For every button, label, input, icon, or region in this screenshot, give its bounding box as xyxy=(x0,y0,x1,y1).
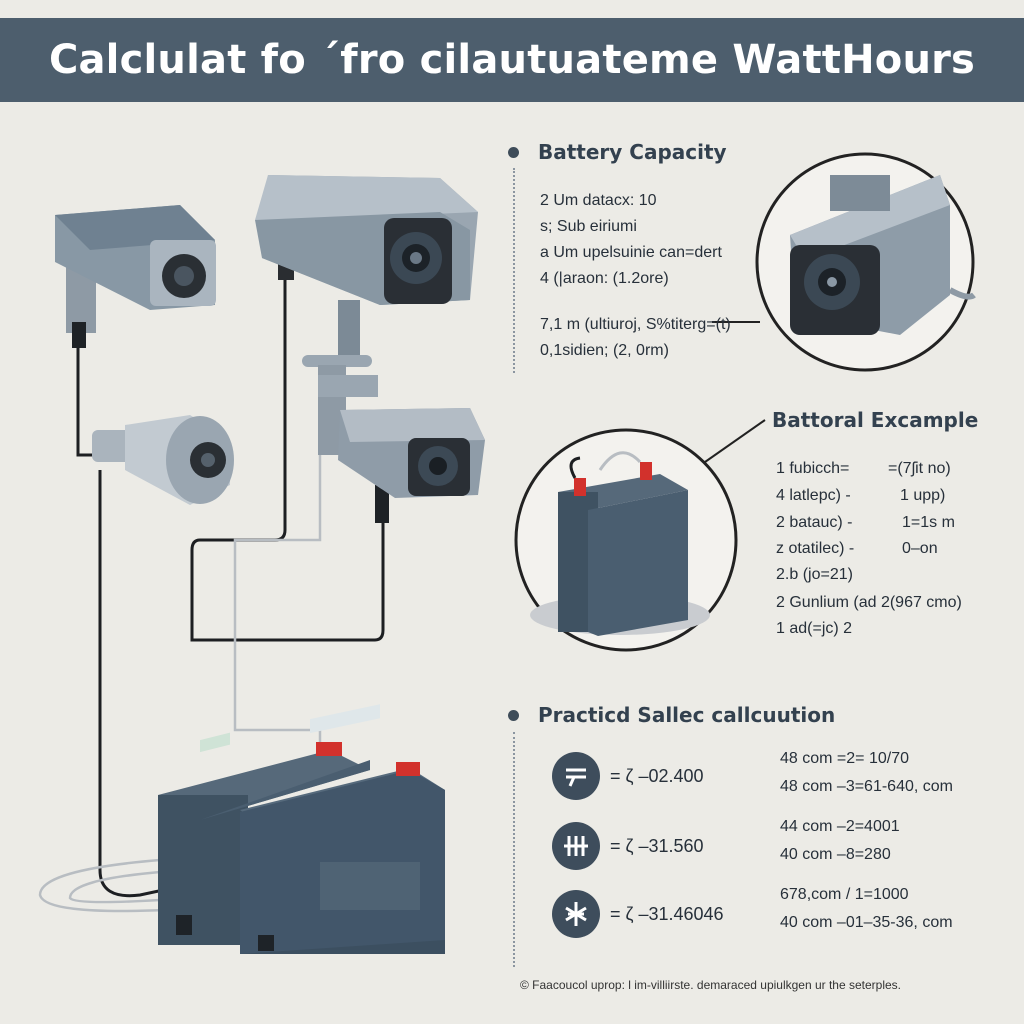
bullet-dot xyxy=(508,710,519,721)
camera-top-center-icon xyxy=(255,175,478,367)
practical-detail: 40 com –8=280 xyxy=(780,846,891,863)
camera-middle-icon xyxy=(338,408,485,523)
plug-icon xyxy=(552,822,600,870)
bullet-dot xyxy=(508,147,519,158)
practical-detail: 678,com / 1=1000 xyxy=(780,886,909,903)
example-row-left: z otatilec) - xyxy=(776,540,855,557)
practical-value: = ζ –31.46046 xyxy=(610,904,724,924)
example-row-left: 4 latlepc) - xyxy=(776,487,851,504)
capacity-line: 2 Um datacx: 10 xyxy=(540,192,657,209)
capacity-line: 4 (|araon: (1.2ore) xyxy=(540,270,669,287)
capacity-line: 0,1sidien; (2, 0rm) xyxy=(540,342,669,359)
example-row-right: 1=1s m xyxy=(902,514,955,531)
example-row-right: 1 upp) xyxy=(900,487,946,504)
example-line: 1 ad(=jc) 2 xyxy=(776,620,853,637)
capacity-line: s; Sub eiriumi xyxy=(540,218,637,235)
sun-icon xyxy=(552,890,600,938)
practical-value: = ζ –02.400 xyxy=(610,766,704,786)
practical-detail: 48 com –3=61-640, com xyxy=(780,778,953,795)
battery-pack-icon xyxy=(158,704,445,954)
practical-title: Practicd Sallec callcuution xyxy=(538,703,836,727)
page-title: Calclulat fo ´fro cilautuateme WattHours xyxy=(48,37,976,83)
battery-closeup-circle xyxy=(514,428,738,652)
capacity-line: a Um upelsuinie can=dert xyxy=(540,244,722,261)
header-banner: Calclulat fo ´fro cilautuateme WattHours xyxy=(0,18,1024,102)
example-line: 2 Gunlium (ad 2(967 cmo) xyxy=(776,594,962,611)
battery-example-title: Battoral Excample xyxy=(772,408,979,432)
battery-capacity-title: Battery Capacity xyxy=(538,140,727,164)
practical-detail: 40 com –01–35-36, com xyxy=(780,914,953,931)
practical-value: = ζ –31.560 xyxy=(610,836,704,856)
camera-top-left-icon xyxy=(55,205,216,348)
footer-note: © Faacoucol uprop: l im-villiirste. dema… xyxy=(520,978,902,992)
example-row-right: =(7ʃit no) xyxy=(888,460,951,477)
practical-detail: 44 com –2=4001 xyxy=(780,818,900,835)
equals-bars-icon xyxy=(552,752,600,800)
dotted-divider xyxy=(513,168,515,373)
practical-detail: 48 com =2= 10/70 xyxy=(780,750,909,767)
example-row-left: 2 batauc) - xyxy=(776,514,853,531)
grey-cables xyxy=(38,410,322,913)
capacity-line: 7,1 m (ultiuroj, S%titerg=(t) xyxy=(540,316,731,333)
example-row-left: 1 fubicch= xyxy=(776,460,850,477)
example-row-right: 0–on xyxy=(902,540,938,557)
bullet-camera-icon xyxy=(92,415,234,505)
example-line: 2.b (jo=21) xyxy=(776,566,853,583)
camera-closeup-circle xyxy=(755,152,976,372)
dotted-divider xyxy=(513,732,515,967)
